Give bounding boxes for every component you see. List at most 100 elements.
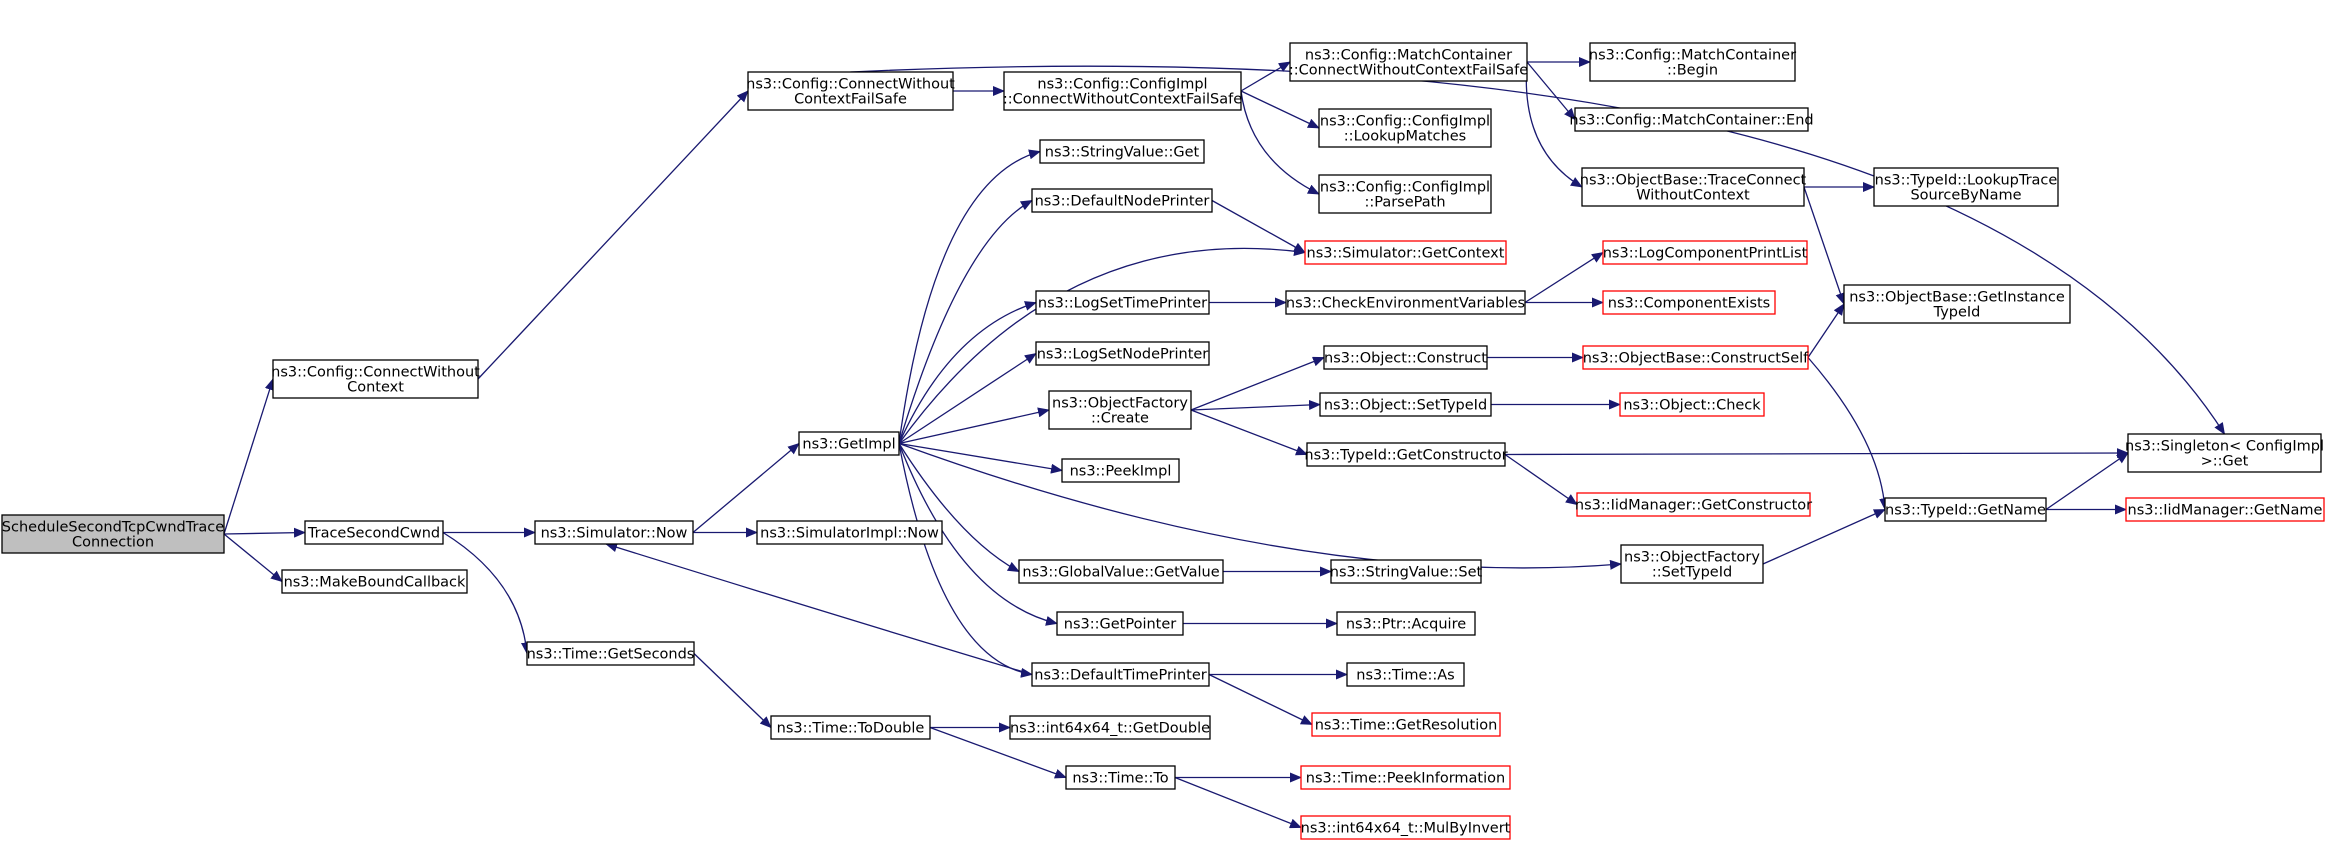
node-globalvalue-get-value[interactable]: ns3::GlobalValue::GetValue	[1018, 559, 1224, 584]
node-configimpl-connect-without-context-failsafe[interactable]: ns3::Config::ConfigImpl::ConnectWithoutC…	[1003, 71, 1242, 111]
node-log-set-time-printer[interactable]: ns3::LogSetTimePrinter	[1035, 290, 1210, 315]
node-default-node-printer[interactable]: ns3::DefaultNodePrinter	[1031, 188, 1213, 213]
node-object-set-typeid[interactable]: ns3::Object::SetTypeId	[1319, 392, 1492, 417]
node-box	[1330, 559, 1482, 584]
node-simulator-get-context[interactable]: ns3::Simulator::GetContext	[1304, 240, 1507, 265]
node-config-connect-without-context[interactable]: ns3::Config::ConnectWithoutContext	[271, 359, 480, 399]
edge-time-to-to-int64x64-mul-by-invert	[1174, 776, 1302, 829]
node-label: ns3::DefaultTimePrinter	[1034, 668, 1206, 684]
node-time-to[interactable]: ns3::Time::To	[1065, 765, 1176, 790]
node-box	[1018, 559, 1224, 584]
node-label: ns3::Config::MatchContainer::End	[1569, 113, 1813, 129]
node-config-connect-without-context-failsafe[interactable]: ns3::Config::ConnectWithoutContextFailSa…	[746, 71, 955, 111]
node-component-exists[interactable]: ns3::ComponentExists	[1602, 290, 1776, 315]
node-check-environment-variables[interactable]: ns3::CheckEnvironmentVariables	[1285, 290, 1526, 315]
node-label: SourceByName	[1910, 188, 2021, 204]
node-label: ns3::TypeId::LookupTrace	[1875, 173, 2058, 189]
node-label: ns3::DefaultNodePrinter	[1035, 194, 1210, 210]
node-iidmanager-get-constructor[interactable]: ns3::IidManager::GetConstructor	[1575, 492, 1812, 517]
node-label: ns3::CheckEnvironmentVariables	[1286, 296, 1525, 312]
node-objectbase-construct-self[interactable]: ns3::ObjectBase::ConstructSelf	[1582, 345, 1809, 370]
node-typeid-get-name[interactable]: ns3::TypeId::GetName	[1884, 497, 2047, 522]
node-typeid-get-constructor[interactable]: ns3::TypeId::GetConstructor	[1304, 442, 1508, 467]
node-int64x64-mul-by-invert[interactable]: ns3::int64x64_t::MulByInvert	[1300, 815, 1511, 840]
edge-get-impl-to-globalvalue-get-value	[898, 443, 1020, 573]
node-stringvalue-set[interactable]: ns3::StringValue::Set	[1330, 559, 1483, 584]
node-peek-impl[interactable]: ns3::PeekImpl	[1061, 458, 1180, 483]
node-singleton-configimpl-get[interactable]: ns3::Singleton< ConfigImpl >::Get	[2125, 433, 2324, 473]
node-label: ::LookupMatches	[1344, 129, 1466, 145]
node-configimpl-lookup-matches[interactable]: ns3::Config::ConfigImpl::LookupMatches	[1318, 108, 1492, 148]
node-label: ns3::ObjectFactory	[1052, 396, 1188, 412]
edge-get-impl-to-stringvalue-get	[898, 149, 1041, 444]
node-box	[1061, 458, 1180, 483]
node-time-get-seconds[interactable]: ns3::Time::GetSeconds	[526, 641, 695, 666]
node-box	[770, 715, 931, 740]
node-label: TraceSecondCwnd	[307, 526, 440, 542]
node-box	[2127, 433, 2322, 473]
node-matchcontainer-begin[interactable]: ns3::Config::MatchContainer::Begin	[1589, 42, 1796, 82]
node-object-construct[interactable]: ns3::Object::Construct	[1323, 345, 1488, 370]
node-get-pointer[interactable]: ns3::GetPointer	[1056, 611, 1184, 636]
node-box	[2125, 497, 2325, 522]
node-box	[1620, 544, 1764, 584]
node-box	[1003, 71, 1242, 111]
node-label: Context	[347, 380, 404, 396]
node-log-set-node-printer[interactable]: ns3::LogSetNodePrinter	[1035, 341, 1210, 366]
node-label: ::SetTypeId	[1652, 565, 1732, 581]
node-time-get-resolution[interactable]: ns3::Time::GetResolution	[1311, 712, 1501, 737]
node-label: ns3::Ptr::Acquire	[1346, 617, 1466, 633]
edge-check-environment-variables-to-log-component-print-list	[1524, 251, 1604, 304]
node-box	[1009, 715, 1211, 740]
node-box	[1031, 662, 1210, 687]
node-label: ns3::StringValue::Get	[1045, 145, 1200, 161]
node-box	[1602, 290, 1776, 315]
node-label: ns3::Time::PeekInformation	[1306, 771, 1505, 787]
edge-typeid-get-constructor-to-singleton-configimpl-get	[1504, 448, 2129, 459]
node-box	[1039, 139, 1205, 164]
edge-simulator-now-to-get-impl	[692, 442, 800, 533]
node-configimpl-parse-path[interactable]: ns3::Config::ConfigImpl::ParsePath	[1318, 174, 1492, 214]
node-box	[1035, 290, 1210, 315]
node-box	[304, 520, 444, 545]
node-iidmanager-get-name[interactable]: ns3::IidManager::GetName	[2125, 497, 2325, 522]
node-object-check[interactable]: ns3::Object::Check	[1619, 392, 1765, 417]
edge-objectfactory-create-to-object-construct	[1190, 356, 1325, 411]
node-time-to-double[interactable]: ns3::Time::ToDouble	[770, 715, 931, 740]
node-time-peek-information[interactable]: ns3::Time::PeekInformation	[1300, 765, 1511, 790]
node-label: ns3::TypeId::GetName	[1885, 503, 2046, 519]
node-box	[1300, 765, 1511, 790]
node-label: WithoutContext	[1636, 188, 1750, 204]
node-objectfactory-create[interactable]: ns3::ObjectFactory::Create	[1048, 390, 1192, 430]
node-matchcontainer-connect-without-context-failsafe[interactable]: ns3::Config::MatchContainer::ConnectWith…	[1289, 42, 1528, 82]
node-time-as[interactable]: ns3::Time::As	[1346, 662, 1465, 687]
node-label: ns3::TypeId::GetConstructor	[1304, 448, 1507, 464]
edge-time-get-seconds-to-time-to-double	[693, 653, 772, 729]
node-label: ns3::Time::GetResolution	[1315, 718, 1498, 734]
node-stringvalue-get[interactable]: ns3::StringValue::Get	[1039, 139, 1205, 164]
node-get-impl[interactable]: ns3::GetImpl	[798, 431, 900, 456]
edge-matchcontainer-connect-without-context-failsafe-to-matchcontainer-end	[1526, 61, 1576, 121]
edge-objectfactory-create-to-object-set-typeid	[1190, 399, 1321, 411]
node-box	[1589, 42, 1796, 82]
node-matchcontainer-end[interactable]: ns3::Config::MatchContainer::End	[1569, 107, 1814, 132]
node-objectbase-trace-connect-without-context[interactable]: ns3::ObjectBase::TraceConnectWithoutCont…	[1580, 167, 1807, 207]
node-objectfactory-set-typeid[interactable]: ns3::ObjectFactory::SetTypeId	[1620, 544, 1764, 584]
node-trace-second-cwnd[interactable]: TraceSecondCwnd	[304, 520, 444, 545]
node-log-component-print-list[interactable]: ns3::LogComponentPrintList	[1602, 240, 1808, 265]
node-simulatorimpl-now[interactable]: ns3::SimulatorImpl::Now	[756, 520, 943, 545]
node-default-time-printer[interactable]: ns3::DefaultTimePrinter	[1031, 662, 1210, 687]
node-box	[1319, 392, 1492, 417]
node-ptr-acquire[interactable]: ns3::Ptr::Acquire	[1336, 611, 1476, 636]
node-make-bound-callback[interactable]: ns3::MakeBoundCallback	[281, 569, 468, 594]
node-label: ::Begin	[1667, 63, 1718, 79]
node-box	[1602, 240, 1808, 265]
node-label: ns3::StringValue::Set	[1330, 565, 1483, 581]
node-simulator-now[interactable]: ns3::Simulator::Now	[534, 520, 694, 545]
node-label: ns3::MakeBoundCallback	[284, 575, 466, 591]
node-int64x64-get-double[interactable]: ns3::int64x64_t::GetDouble	[1009, 715, 1211, 740]
